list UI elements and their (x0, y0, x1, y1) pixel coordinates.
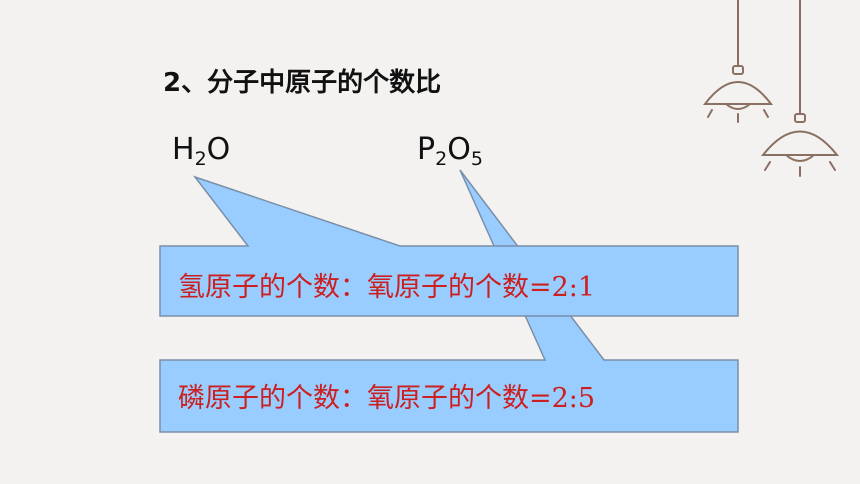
formula-water-element-h: H (172, 132, 195, 167)
formula-p2o5-subscript-5: 5 (470, 148, 483, 170)
hanging-lamps-decoration (702, 0, 840, 177)
slide-heading: 2、分子中原子的个数比 (163, 68, 442, 98)
formula-p2o5-subscript-2: 2 (435, 148, 448, 170)
formula-water: H2O (172, 132, 231, 170)
formula-p2o5-element-p: P (417, 132, 436, 167)
callout-text-phosphorus-ratio: 磷原子的个数：氧原子的个数=2:5 (178, 383, 596, 414)
callout-text-hydrogen-ratio: 氢原子的个数：氧原子的个数=2:1 (178, 272, 596, 303)
callout-box-phosphorus (159, 169, 739, 433)
formula-phosphorus-pentoxide: P2O5 (417, 132, 483, 170)
callout-box-hydrogen (159, 175, 739, 317)
formula-water-subscript-2: 2 (194, 148, 207, 170)
formula-water-element-o: O (206, 132, 231, 167)
formula-p2o5-element-o: O (447, 132, 471, 167)
